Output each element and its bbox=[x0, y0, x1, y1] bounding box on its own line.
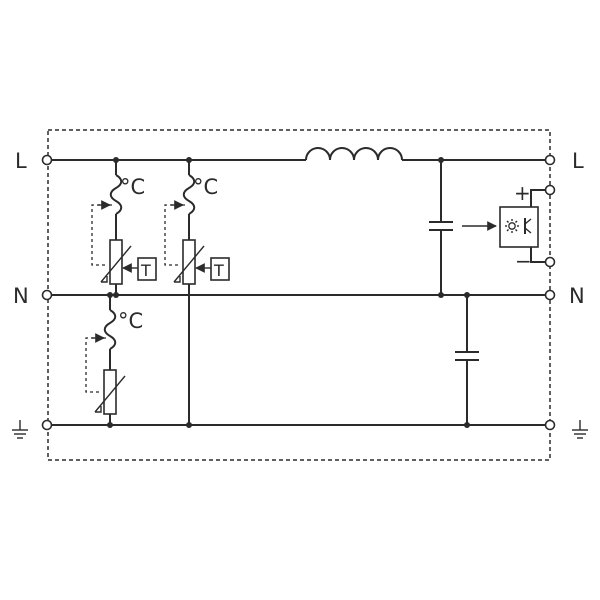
junction-dot bbox=[107, 292, 113, 298]
phototransistor-icon bbox=[524, 218, 532, 234]
label-n-right: N bbox=[569, 284, 585, 308]
thermal-fuse-1 bbox=[109, 174, 123, 215]
label-signal-minus: − bbox=[515, 249, 532, 273]
varistor-1 bbox=[109, 239, 123, 285]
terminal-pe-right bbox=[544, 419, 556, 431]
label-signal-plus: + bbox=[514, 181, 531, 205]
junction-dot bbox=[438, 157, 444, 163]
junction-dot bbox=[186, 422, 192, 428]
label-l-left: L bbox=[15, 149, 27, 173]
junction-dot bbox=[186, 157, 192, 163]
terminal-signal-plus bbox=[544, 184, 556, 196]
thermal-fuse-label-3: °C bbox=[118, 309, 143, 333]
capacitor-n-pe bbox=[455, 295, 479, 425]
junction-dot bbox=[438, 292, 444, 298]
thermal-fuse-3 bbox=[103, 309, 117, 350]
terminal-pe-left bbox=[41, 419, 53, 431]
protection-branch-3 bbox=[85, 295, 126, 425]
capacitor-l-n bbox=[429, 160, 453, 295]
terminal-l-left bbox=[41, 154, 53, 166]
led-icon bbox=[505, 219, 519, 233]
junction-dot bbox=[464, 292, 470, 298]
thermal-fuse-2 bbox=[182, 174, 196, 215]
thermal-fuse-label-1: °C bbox=[120, 175, 145, 199]
thermal-fuse-label-2: °C bbox=[193, 175, 218, 199]
earth-icon-right bbox=[572, 420, 588, 439]
svg-text:T: T bbox=[140, 261, 151, 280]
protection-branch-2 bbox=[164, 160, 205, 425]
line-conductor bbox=[47, 147, 550, 161]
thermal-indicator-2: T bbox=[195, 257, 230, 281]
earth-icon-left bbox=[12, 420, 28, 439]
label-n-left: N bbox=[13, 284, 29, 308]
thermal-indicator-1: T bbox=[122, 257, 157, 281]
terminal-n-left bbox=[41, 289, 53, 301]
label-l-right: L bbox=[572, 149, 584, 173]
svg-text:T: T bbox=[213, 261, 224, 280]
terminal-n-right bbox=[544, 289, 556, 301]
terminal-l-right bbox=[544, 154, 556, 166]
junction-dot bbox=[113, 292, 119, 298]
optocoupler bbox=[462, 189, 550, 263]
junction-dot bbox=[113, 157, 119, 163]
protection-branch-1 bbox=[91, 160, 132, 295]
terminal-signal-minus bbox=[544, 256, 556, 268]
junction-dot bbox=[107, 422, 113, 428]
varistor-3 bbox=[103, 369, 117, 415]
varistor-2 bbox=[182, 239, 196, 285]
junction-dot bbox=[464, 422, 470, 428]
